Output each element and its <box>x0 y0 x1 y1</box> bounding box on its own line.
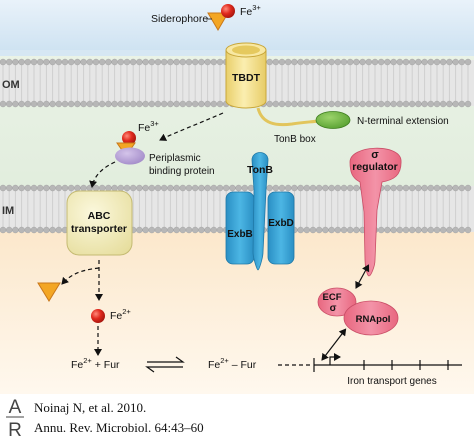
n-terminal-extension-domain <box>315 111 351 129</box>
siderophore-cytoplasm-icon <box>37 282 61 302</box>
iron-icon <box>221 4 235 18</box>
ecf-sigma-factor <box>317 287 357 317</box>
extracellular-space <box>0 0 474 50</box>
equilibrium-arrows <box>145 356 185 373</box>
periplasmic-label-line2: binding protein <box>149 166 215 177</box>
annual-reviews-logo: A R <box>6 397 24 440</box>
siderophore-label: Siderophore <box>151 13 208 25</box>
svg-text:R: R <box>8 420 22 440</box>
ecf-sigma-label: σ <box>330 303 337 314</box>
iron-transport-genes-label: Iron transport genes <box>347 376 437 387</box>
citation: A R Noinaj N, et al. 2010. Annu. Rev. Mi… <box>0 394 474 440</box>
outer-membrane-label: OM <box>2 79 20 91</box>
annual-reviews-logo-letters: A <box>9 397 22 418</box>
arrow-tbdt-to-periplasm <box>159 112 224 141</box>
iron-transport-gene-track <box>314 353 462 370</box>
rnapol-label: RNApol <box>356 314 391 325</box>
arrow-regulator-ecf <box>355 264 370 289</box>
exbd-label: ExbD <box>268 218 294 229</box>
citation-line2: Annu. Rev. Microbiol. 64:43–60 <box>34 420 204 435</box>
siderophore-icon <box>207 12 229 31</box>
fe2-label: Fe2+ <box>110 307 131 322</box>
regulator-label: regulator <box>352 161 398 173</box>
periplasmic-binding-protein <box>115 147 145 165</box>
abc-label-line1: ABC <box>88 210 111 222</box>
arrow-pbp-to-abc <box>89 161 116 188</box>
inner-membrane-label: IM <box>2 205 14 217</box>
exbd-protein <box>267 191 295 265</box>
siderophore-iron-complex <box>207 4 235 31</box>
fe3-periplasm-label: Fe3+ <box>138 119 159 134</box>
sigma-regulator <box>349 147 402 277</box>
sigma-label: σ <box>371 149 379 161</box>
fe2-plus-fur-label: Fe2+ + Fur <box>71 356 120 371</box>
tonb-box-label: TonB box <box>274 134 316 145</box>
arrow-rnapol-gene <box>321 328 347 361</box>
periplasmic-label-line1: Periplasmic <box>149 153 201 164</box>
ecf-label: ECF <box>323 292 342 303</box>
iron-cytoplasm-icon <box>91 309 105 323</box>
exbb-exbd-tonb-complex <box>225 152 295 271</box>
abc-label-line2: transporter <box>71 223 127 235</box>
tbdt-transporter <box>225 42 267 109</box>
tbdt-label: TBDT <box>232 72 261 84</box>
n-terminal-extension-label: N-terminal extension <box>357 116 449 127</box>
arrow-abc-to-siderophore <box>61 267 100 285</box>
exbb-protein <box>225 191 255 265</box>
outer-membrane <box>0 58 474 108</box>
exbb-label: ExbB <box>227 229 253 240</box>
tonb-label: TonB <box>247 164 273 176</box>
tonb-box-linker <box>256 107 319 127</box>
fe2-fur-complex-label: Fe2+ – Fur <box>208 356 257 371</box>
rna-polymerase <box>343 300 399 336</box>
tonb-protein <box>251 152 269 271</box>
iron-periplasm-icon <box>122 131 136 145</box>
abc-transporter <box>66 190 133 256</box>
citation-line1: Noinaj N, et al. 2010. <box>34 400 147 415</box>
fe3-top-label: Fe3+ <box>240 3 261 18</box>
